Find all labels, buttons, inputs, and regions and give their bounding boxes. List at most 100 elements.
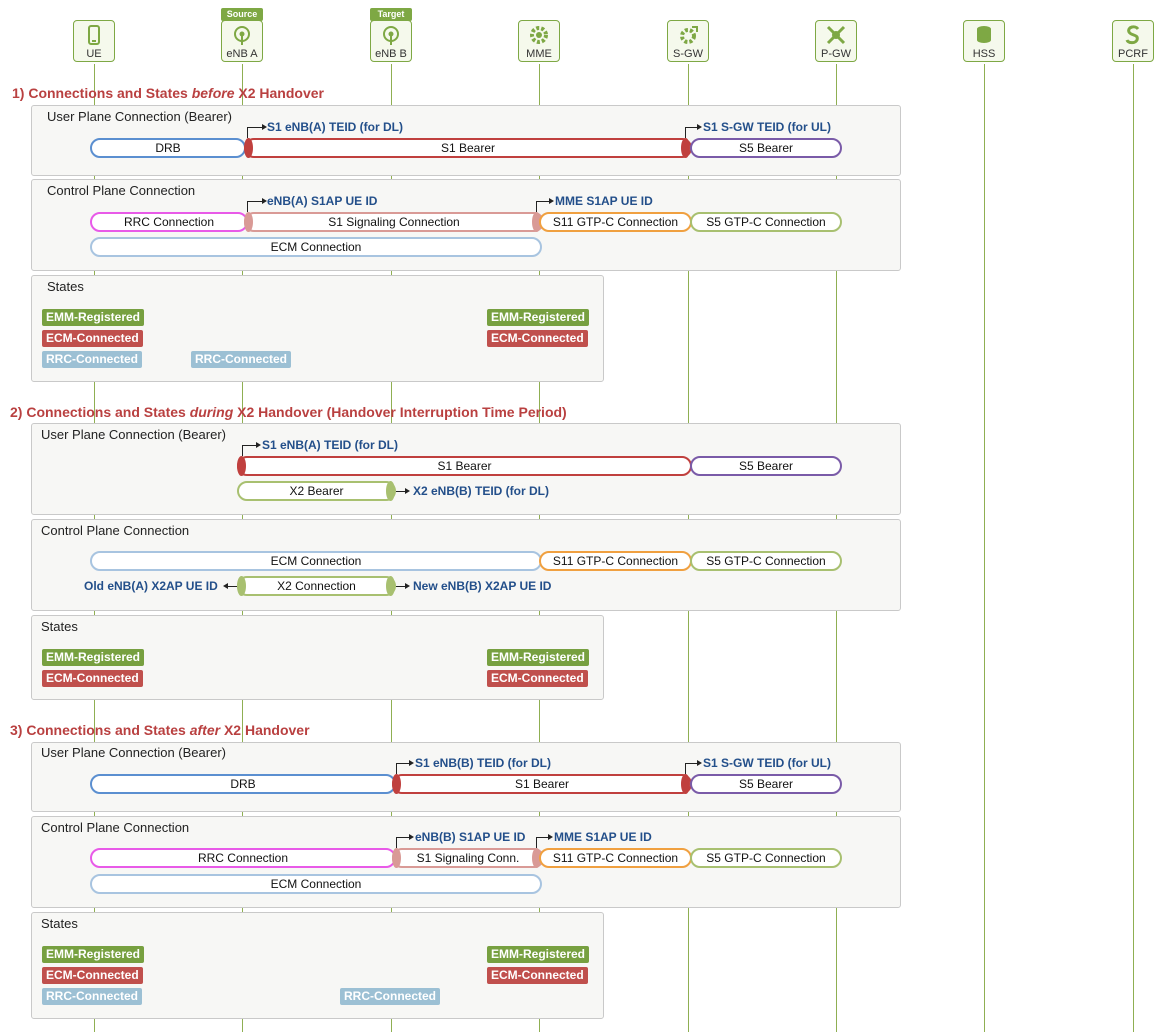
s2-mme-emm-badge: EMM-Registered <box>487 649 590 666</box>
s1-mme-ecm-badge: ECM-Connected <box>487 330 588 347</box>
node-label: eNB A <box>226 48 258 60</box>
s2-s1-cap-left <box>237 456 246 476</box>
s3-enb-s1ap-arrow <box>396 834 414 848</box>
node-label: HSS <box>972 48 996 60</box>
s1-states-label: States <box>47 279 84 294</box>
s3-enb-teid-arrow <box>396 760 414 774</box>
s3-s1-cap-left <box>392 774 401 794</box>
s1-mme-s1ap-arrow <box>536 198 554 212</box>
s1-s5c-pipe: S5 GTP-C Connection <box>690 212 842 232</box>
s2-x2c-pipe: X2 Connection <box>237 576 396 596</box>
s3-s5c-pipe: S5 GTP-C Connection <box>690 848 842 868</box>
crossed-arrows-icon <box>826 25 846 45</box>
node-ue: UE <box>73 20 115 62</box>
section-2-title: 2) Connections and States during X2 Hand… <box>10 404 567 420</box>
target-tag: Target <box>370 8 412 21</box>
s3-mme-s1ap-arrow <box>536 834 553 848</box>
s3-s5-bearer-pipe: S5 Bearer <box>690 774 842 794</box>
s2-ecm-pipe: ECM Connection <box>90 551 542 571</box>
node-label: P-GW <box>821 48 851 60</box>
s2-x2-bearer-pipe: X2 Bearer <box>237 481 396 501</box>
s2-s11-pipe: S11 GTP-C Connection <box>539 551 692 571</box>
gear-icon <box>680 26 698 44</box>
s1-control-plane-label: Control Plane Connection <box>47 183 196 198</box>
s2-s1-bearer-pipe: S1 Bearer <box>237 456 692 476</box>
s3-rrc-pipe: RRC Connection <box>90 848 396 868</box>
s1-s1sig-cap-left <box>244 212 253 232</box>
policy-icon <box>1125 25 1140 45</box>
s3-enb-s1ap-note: eNB(B) S1AP UE ID <box>415 830 526 844</box>
node-label: UE <box>86 48 102 60</box>
s3-mme-s1ap-note: MME S1AP UE ID <box>554 830 652 844</box>
s2-enb-teid-arrow <box>242 442 261 456</box>
s1-ecm-pipe: ECM Connection <box>90 237 542 257</box>
s3-s11-pipe: S11 GTP-C Connection <box>539 848 692 868</box>
s3-sgw-teid-arrow <box>685 760 702 774</box>
s2-new-x2ap-arrow <box>396 583 410 589</box>
s1-enb-teid-arrow <box>247 124 267 138</box>
node-label: PCRF <box>1118 48 1148 60</box>
s3-ue-rrc-badge: RRC-Connected <box>42 988 142 1005</box>
s2-s5-bearer-pipe: S5 Bearer <box>690 456 842 476</box>
phone-icon <box>88 25 100 45</box>
s3-s1-cap-right <box>681 774 690 794</box>
node-label: S-GW <box>673 48 703 60</box>
s3-ue-emm-badge: EMM-Registered <box>42 946 145 963</box>
s2-old-x2ap-note: Old eNB(A) X2AP UE ID <box>84 579 218 593</box>
node-sgw: S-GW <box>667 20 709 62</box>
s1-s5-bearer-pipe: S5 Bearer <box>690 138 842 158</box>
s2-mme-ecm-badge: ECM-Connected <box>487 670 588 687</box>
s3-enb-rrc-badge: RRC-Connected <box>340 988 440 1005</box>
antenna-icon <box>234 26 250 45</box>
s1-drb-pipe: DRB <box>90 138 246 158</box>
s1-enb-s1ap-arrow <box>247 198 267 212</box>
source-tag: Source <box>221 8 263 21</box>
s1-mme-s1ap-note: MME S1AP UE ID <box>555 194 653 208</box>
s1-enb-rrc-badge: RRC-Connected <box>191 351 291 368</box>
s3-ue-ecm-badge: ECM-Connected <box>42 967 143 984</box>
s2-x2-teid-note: X2 eNB(B) TEID (for DL) <box>413 484 549 498</box>
s1-s1sig-pipe: S1 Signaling Connection <box>244 212 544 232</box>
s1-ue-rrc-badge: RRC-Connected <box>42 351 142 368</box>
database-icon <box>977 26 991 43</box>
s2-ue-emm-badge: EMM-Registered <box>42 649 145 666</box>
s1-rrc-pipe: RRC Connection <box>90 212 248 232</box>
antenna-icon <box>383 26 399 45</box>
s2-ue-ecm-badge: ECM-Connected <box>42 670 143 687</box>
node-label: MME <box>526 48 552 60</box>
s2-user-plane-label: User Plane Connection (Bearer) <box>41 427 226 442</box>
s1-s11-pipe: S11 GTP-C Connection <box>539 212 692 232</box>
s2-enb-teid-note: S1 eNB(A) TEID (for DL) <box>262 438 398 452</box>
s2-states-label: States <box>41 619 78 634</box>
s3-ecm-pipe: ECM Connection <box>90 874 542 894</box>
s3-drb-pipe: DRB <box>90 774 396 794</box>
s3-mme-ecm-badge: ECM-Connected <box>487 967 588 984</box>
s3-states-label: States <box>41 916 78 931</box>
node-label: eNB B <box>375 48 407 60</box>
s1-s1-cap-right <box>681 138 690 158</box>
s2-control-plane-label: Control Plane Connection <box>41 523 190 538</box>
s3-s1sig-cap-left <box>392 848 401 868</box>
node-mme: MME <box>518 20 560 62</box>
s1-s1-bearer-pipe: S1 Bearer <box>244 138 692 158</box>
section-3-title: 3) Connections and States after X2 Hando… <box>10 722 310 738</box>
node-pcrf: PCRF <box>1112 20 1154 62</box>
s1-user-plane-label: User Plane Connection (Bearer) <box>47 109 232 124</box>
section-1-title: 1) Connections and States before X2 Hand… <box>12 85 324 101</box>
s3-mme-emm-badge: EMM-Registered <box>487 946 590 963</box>
s1-s1-cap-left <box>244 138 253 158</box>
s1-ue-ecm-badge: ECM-Connected <box>42 330 143 347</box>
s1-enb-teid-note: S1 eNB(A) TEID (for DL) <box>267 120 403 134</box>
s1-enb-s1ap-note: eNB(A) S1AP UE ID <box>267 194 378 208</box>
node-enb-b: eNB B <box>370 20 412 62</box>
s2-s5c-pipe: S5 GTP-C Connection <box>690 551 842 571</box>
s3-control-plane-label: Control Plane Connection <box>41 820 190 835</box>
s2-new-x2ap-note: New eNB(B) X2AP UE ID <box>413 579 552 593</box>
node-hss: HSS <box>963 20 1005 62</box>
s1-ue-emm-badge: EMM-Registered <box>42 309 145 326</box>
node-enb-a: eNB A <box>221 20 263 62</box>
s2-x2-teid-arrow <box>396 488 410 494</box>
s2-x2c-cap-right <box>386 576 395 596</box>
gear-icon <box>530 26 548 44</box>
s2-old-x2ap-arrow <box>223 583 237 589</box>
